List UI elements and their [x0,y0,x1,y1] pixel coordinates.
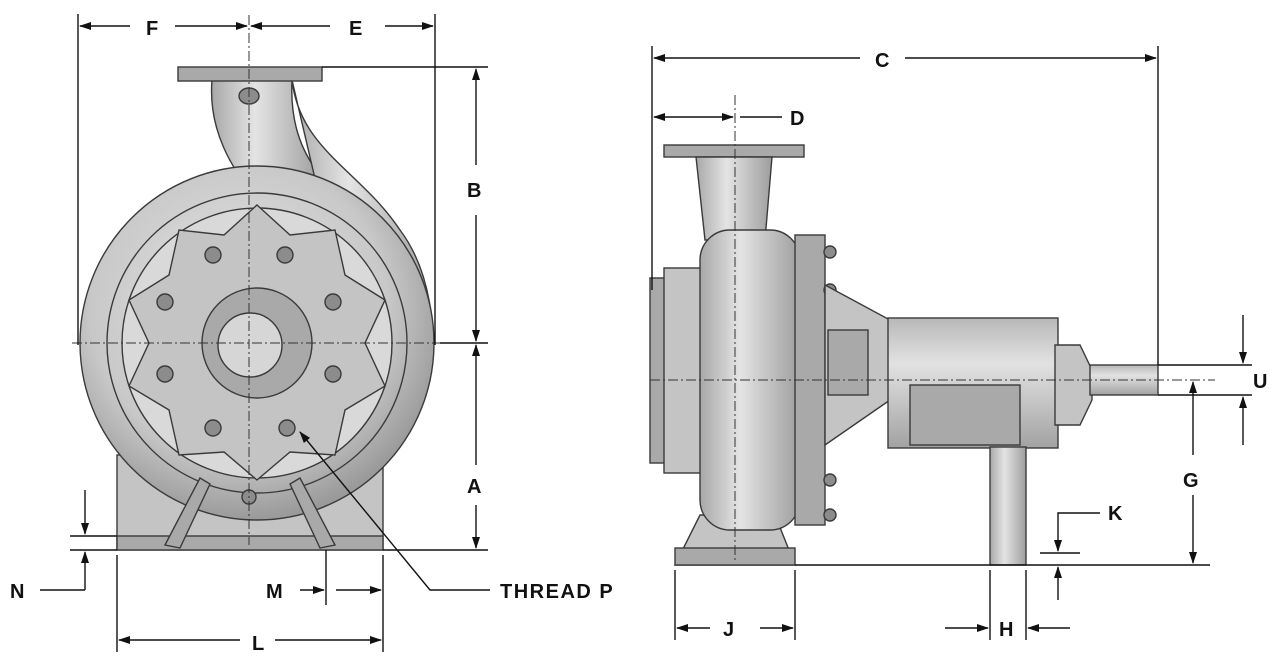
label-K: K [1108,503,1123,525]
label-L: L [252,633,265,655]
side-view: C D U G K J H [649,46,1268,641]
label-N: N [10,581,25,603]
label-U: U [1253,371,1268,393]
side-bearing-frame-lower [909,384,1021,446]
label-B: B [467,180,482,202]
label-G: G [1183,470,1200,492]
front-leg-right [289,477,337,549]
label-M: M [266,581,284,603]
side-end-cap [1054,344,1093,426]
label-thread: THREAD P [500,581,614,603]
front-view: F E B A N M L THREAD P [10,14,614,655]
front-volute-inner-ring [106,192,408,494]
label-D: D [790,108,805,130]
front-discharge-flange [177,66,323,82]
front-base-foot [116,535,384,551]
label-A: A [467,476,482,498]
label-H: H [999,619,1014,641]
label-J: J [723,619,735,641]
front-leg-left [163,477,211,549]
side-seal-gland [827,329,869,396]
front-cover-bolts [156,246,342,505]
label-E: E [349,18,363,40]
label-F: F [146,18,159,40]
side-support-foot [989,446,1027,566]
front-hub-inner [217,312,283,378]
side-discharge-nozzle [695,156,773,241]
side-discharge-flange [663,144,805,158]
label-C: C [875,50,890,72]
